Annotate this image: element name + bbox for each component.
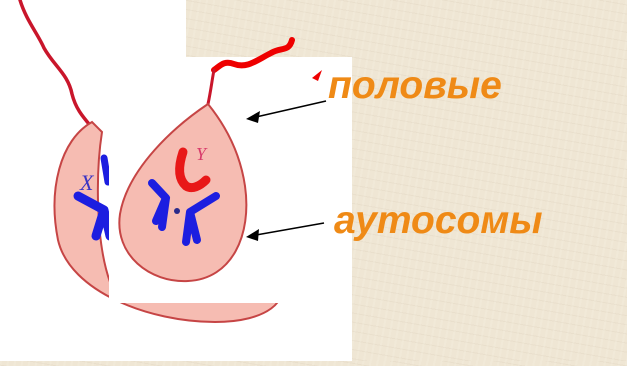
- y-chromosome: [175, 147, 211, 193]
- arrow-head-autosome: [246, 229, 259, 241]
- x-chromosome: [100, 154, 112, 186]
- autosomes-label: аутосомы: [334, 199, 543, 242]
- y-letter: Y: [196, 144, 208, 164]
- tail-x: [18, 0, 96, 132]
- neck-y: [206, 68, 216, 106]
- white-card-top: [0, 0, 186, 58]
- pointer-arrow-autosome: [246, 222, 325, 241]
- autosome-right: [182, 192, 220, 246]
- sex-chromosomes-label: половые: [328, 64, 502, 107]
- arrow-head-sex: [246, 111, 260, 123]
- centriole-dot: [174, 208, 180, 214]
- autosome-left: [148, 179, 170, 231]
- x-letter: X: [79, 170, 95, 195]
- pointer-arrow-sex: [246, 100, 327, 123]
- sperm-head-y: [118, 102, 248, 283]
- red-arrowhead: [312, 70, 322, 81]
- sperm-cell-y: Y: [118, 37, 295, 283]
- tail-y: [211, 37, 295, 73]
